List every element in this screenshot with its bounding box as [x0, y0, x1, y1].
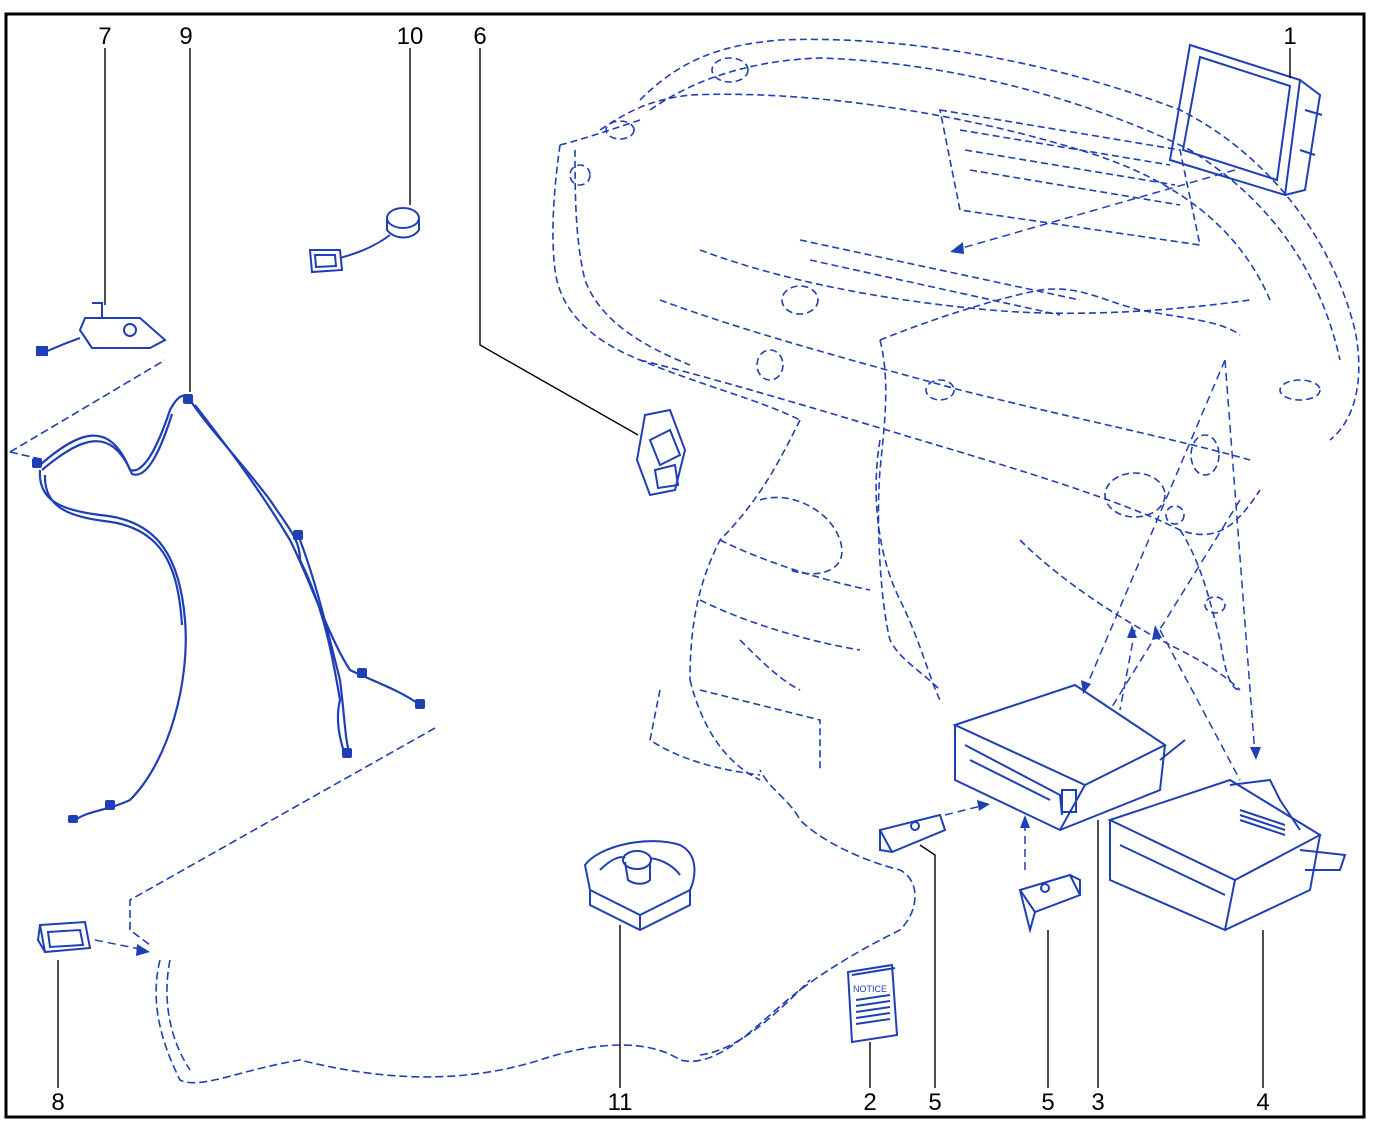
part-7-amplifier: [36, 302, 167, 356]
part-11-controller: [583, 840, 696, 932]
part-8-connector: [36, 920, 92, 954]
callout-10: 10: [397, 23, 424, 50]
callout-4: 4: [1256, 1089, 1269, 1116]
callout-2: 2: [863, 1089, 876, 1116]
part-9-wiring-harness: [38, 394, 421, 821]
callout-5a: 5: [928, 1089, 941, 1116]
notice-label: NOTICE: [853, 984, 887, 994]
callout-7: 7: [98, 23, 111, 50]
dashboard-outline: [552, 38, 1360, 781]
part-10-microphone: [308, 207, 420, 274]
part-2-notice: [846, 963, 899, 1044]
part-5-bracket-right: [1018, 873, 1082, 934]
callout-3: 3: [1091, 1089, 1104, 1116]
diagram-frame: [4, 12, 1366, 1119]
part-4-unit: [1107, 778, 1347, 932]
leader-lines: [57, 48, 1291, 1088]
callout-1: 1: [1283, 23, 1296, 50]
part-3-unit: [952, 683, 1186, 832]
callout-8: 8: [51, 1089, 64, 1116]
part-9-clips: [32, 394, 425, 823]
assembly-arrows: [94, 169, 1256, 951]
part-5-bracket-left: [878, 813, 947, 854]
callouts: 1 7 9 10 6 8 11 2 5 5 3 4: [51, 23, 1296, 1116]
callout-5b: 5: [1041, 1089, 1054, 1116]
callout-11: 11: [608, 1089, 633, 1116]
arrow-heads: [136, 242, 1261, 956]
part-1-display: [1168, 43, 1323, 197]
callout-6: 6: [473, 23, 486, 50]
part-6-switch: [635, 408, 687, 497]
callout-9: 9: [179, 23, 192, 50]
